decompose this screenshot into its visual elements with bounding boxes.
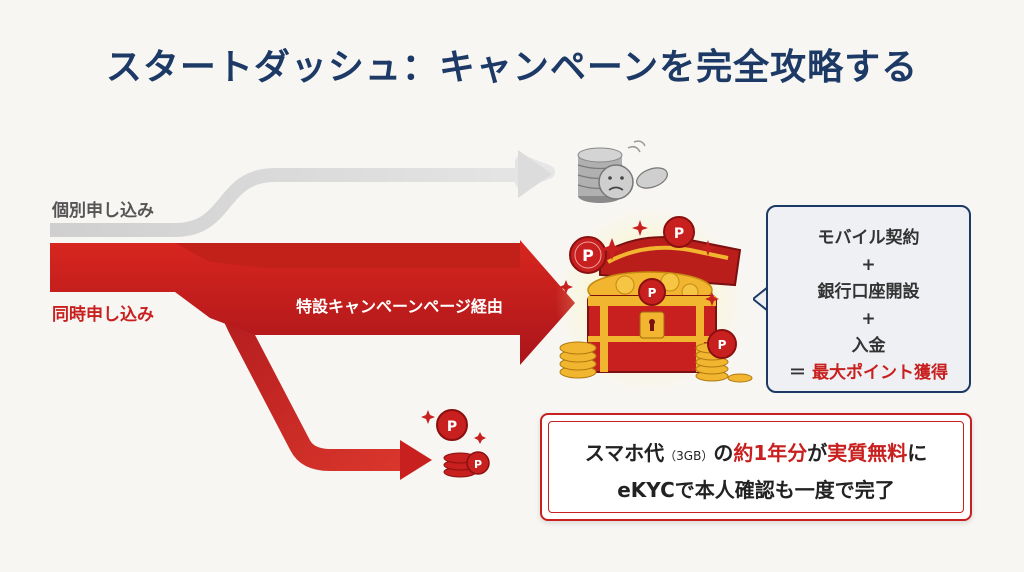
bubble-result: ＝ 最大ポイント獲得 bbox=[768, 360, 969, 387]
note-l1-a: スマホ代 bbox=[584, 441, 665, 465]
benefit-bubble: モバイル契約 + 銀行口座開設 + 入金 ＝ 最大ポイント獲得 bbox=[766, 205, 971, 393]
note-l1-f: 実質無料 bbox=[827, 441, 908, 465]
bubble-line-bank: 銀行口座開設 bbox=[817, 282, 920, 302]
page-title: スタートダッシュ：キャンペーンを完全攻略する bbox=[105, 47, 919, 88]
note-line-1: スマホ代（3GB）の約1年分が実質無料に bbox=[542, 437, 970, 466]
small-point-coins-icon: P P bbox=[421, 409, 490, 478]
note-l1-b: （3GB） bbox=[664, 449, 714, 463]
note-line-2: eKYCで本人確認も一度で完了 bbox=[617, 478, 895, 502]
coin-letter: P bbox=[648, 286, 657, 300]
note-l1-e: が bbox=[807, 441, 828, 465]
branch-arrow-head bbox=[400, 440, 432, 480]
simultaneous-application-label: 同時申し込み bbox=[52, 305, 154, 325]
individual-application-label: 個別申し込み bbox=[52, 201, 154, 221]
main-arrow bbox=[50, 240, 575, 365]
coin-letter: P bbox=[474, 458, 482, 471]
free-phone-note: スマホ代（3GB）の約1年分が実質無料に eKYCで本人確認も一度で完了 bbox=[540, 413, 972, 521]
note-l1-g: に bbox=[907, 441, 928, 465]
point-coin-icon-2: P bbox=[663, 216, 695, 248]
individual-arrow-head bbox=[518, 150, 552, 198]
coin-letter: P bbox=[674, 226, 684, 242]
bubble-result-text: 最大ポイント獲得 bbox=[811, 363, 948, 383]
sad-coins-icon bbox=[577, 140, 668, 203]
bubble-line-mobile: モバイル契約 bbox=[817, 228, 920, 248]
coin-letter: P bbox=[582, 246, 594, 265]
campaign-page-label: 特設キャンペーンページ経由 bbox=[296, 297, 503, 316]
point-coin-icon-4: P bbox=[707, 329, 737, 359]
bubble-plus-1: + bbox=[861, 255, 876, 275]
point-coin-icon-1: P bbox=[569, 236, 607, 274]
note-inner-border bbox=[548, 421, 964, 513]
sparkle-icons bbox=[559, 220, 719, 306]
point-coin-icon-3: P bbox=[638, 278, 666, 306]
bubble-equals: ＝ bbox=[789, 363, 807, 383]
bubble-plus-2: + bbox=[861, 309, 876, 329]
note-l1-c: の bbox=[713, 441, 734, 465]
bubble-line-deposit: 入金 bbox=[851, 336, 886, 356]
note-l1-d: 約1年分 bbox=[733, 441, 808, 465]
coin-letter: P bbox=[718, 338, 727, 352]
coin-letter: P bbox=[447, 419, 457, 435]
